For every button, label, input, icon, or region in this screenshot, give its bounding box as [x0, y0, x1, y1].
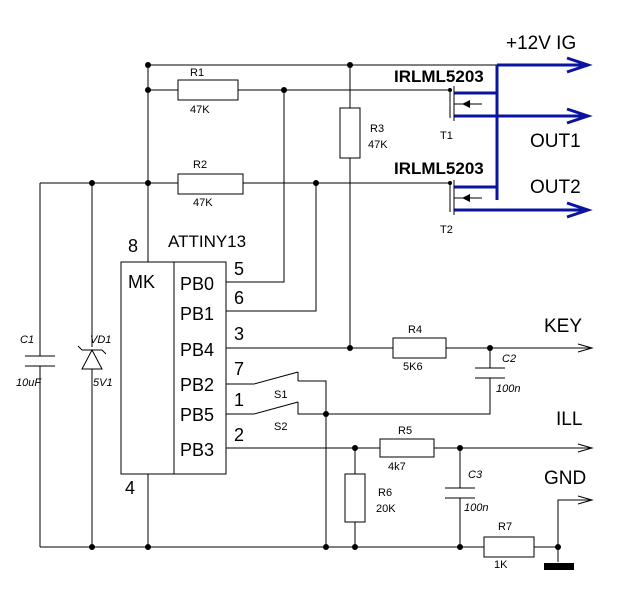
r2-ref-label: R2 — [193, 159, 207, 171]
r1-ref-label: R1 — [190, 67, 204, 79]
pin-pb0-label: PB0 — [180, 274, 214, 294]
resistor-r2 — [177, 173, 244, 195]
arrow-out2-icon — [566, 201, 593, 219]
s2-label: S2 — [274, 421, 287, 433]
out1-label: OUT1 — [530, 131, 581, 152]
r7-ref-label: R7 — [498, 521, 512, 533]
vd1-value-label: 5V1 — [93, 377, 113, 389]
r6-ref-label: R6 — [378, 487, 392, 499]
junction-dots — [89, 62, 561, 550]
supply-label: +12V IG — [506, 33, 576, 54]
s1-label: S1 — [274, 389, 287, 401]
wire-pb1 — [226, 183, 317, 312]
pin-7-number: 7 — [234, 359, 244, 379]
r1-value-label: 47K — [190, 104, 210, 116]
arrow-supply-icon — [566, 56, 593, 74]
c1-ref-label: C1 — [20, 334, 34, 346]
wire-c2 — [326, 348, 491, 415]
r3-ref-label: R3 — [370, 123, 384, 135]
transistor-t1 — [448, 86, 482, 121]
resistor-r1 — [177, 79, 239, 101]
mcu-name-label: ATTINY13 — [168, 232, 246, 251]
mcu-vcc-pin: 8 — [128, 236, 138, 256]
r3-value-label: 47K — [368, 139, 388, 151]
power-bus — [454, 56, 593, 219]
arrow-out1-icon — [566, 107, 593, 125]
pin-pb3-label: PB3 — [180, 440, 214, 460]
c2-ref-label: C2 — [502, 353, 516, 365]
vd1-ref-label: VD1 — [90, 334, 111, 346]
resistor-r7 — [483, 536, 535, 558]
c3-ref-label: C3 — [468, 469, 483, 481]
c1-value-label: 10uF — [16, 377, 42, 389]
capacitor-c2 — [475, 367, 505, 379]
switch-s2-contact — [297, 402, 326, 415]
mcu-chip — [120, 261, 227, 475]
ground-symbol-icon — [544, 563, 574, 570]
r2-value-label: 47K — [193, 197, 213, 209]
pin-pb4-label: PB4 — [180, 340, 214, 360]
c3-value-label: 100n — [464, 502, 488, 514]
key-label: KEY — [544, 316, 582, 337]
t2-part-label: IRLML5203 — [394, 159, 484, 178]
r4-value-label: 5K6 — [403, 361, 423, 373]
wire-pb5 — [226, 401, 299, 415]
capacitor-c1 — [25, 355, 55, 367]
pin-pb2-label: PB2 — [180, 375, 214, 395]
r4-ref-label: R4 — [408, 324, 422, 336]
pin-5-number: 5 — [234, 259, 244, 279]
resistor-r6 — [344, 473, 366, 523]
arrow-gnd-icon — [577, 495, 594, 505]
resistor-r5 — [379, 438, 435, 458]
pin-pb5-label: PB5 — [180, 405, 214, 425]
pin-pb1-label: PB1 — [180, 304, 214, 324]
pin-6-number: 6 — [234, 288, 244, 308]
resistor-r3 — [339, 107, 361, 159]
wire-pb2 — [226, 371, 327, 547]
r5-value-label: 4k7 — [388, 461, 406, 473]
mcu-mk-label: MK — [128, 272, 155, 292]
mcu-gnd-pin: 4 — [125, 478, 135, 498]
pin-1-number: 1 — [234, 390, 244, 410]
pin-2-number: 2 — [234, 425, 244, 445]
t1-ref-label: T1 — [440, 130, 453, 142]
zener-diode-vd1 — [77, 345, 107, 370]
arrow-ill-icon — [577, 443, 594, 453]
capacitor-c3 — [445, 487, 475, 499]
resistor-r4 — [392, 337, 447, 359]
c2-value-label: 100n — [496, 383, 520, 395]
pin-3-number: 3 — [234, 324, 244, 344]
wire-pb0 — [226, 90, 285, 283]
wires — [39, 64, 590, 562]
t2-ref-label: T2 — [440, 224, 453, 236]
out2-label: OUT2 — [530, 177, 581, 198]
gnd-label: GND — [544, 468, 586, 489]
r6-value-label: 20K — [376, 503, 396, 515]
arrow-key-icon — [577, 343, 594, 353]
r5-ref-label: R5 — [398, 425, 412, 437]
transistor-t2 — [448, 180, 482, 215]
r7-value-label: 1K — [494, 559, 508, 571]
ill-label: ILL — [556, 409, 582, 430]
wire-gnd-lead — [557, 499, 590, 562]
t1-part-label: IRLML5203 — [394, 67, 484, 86]
